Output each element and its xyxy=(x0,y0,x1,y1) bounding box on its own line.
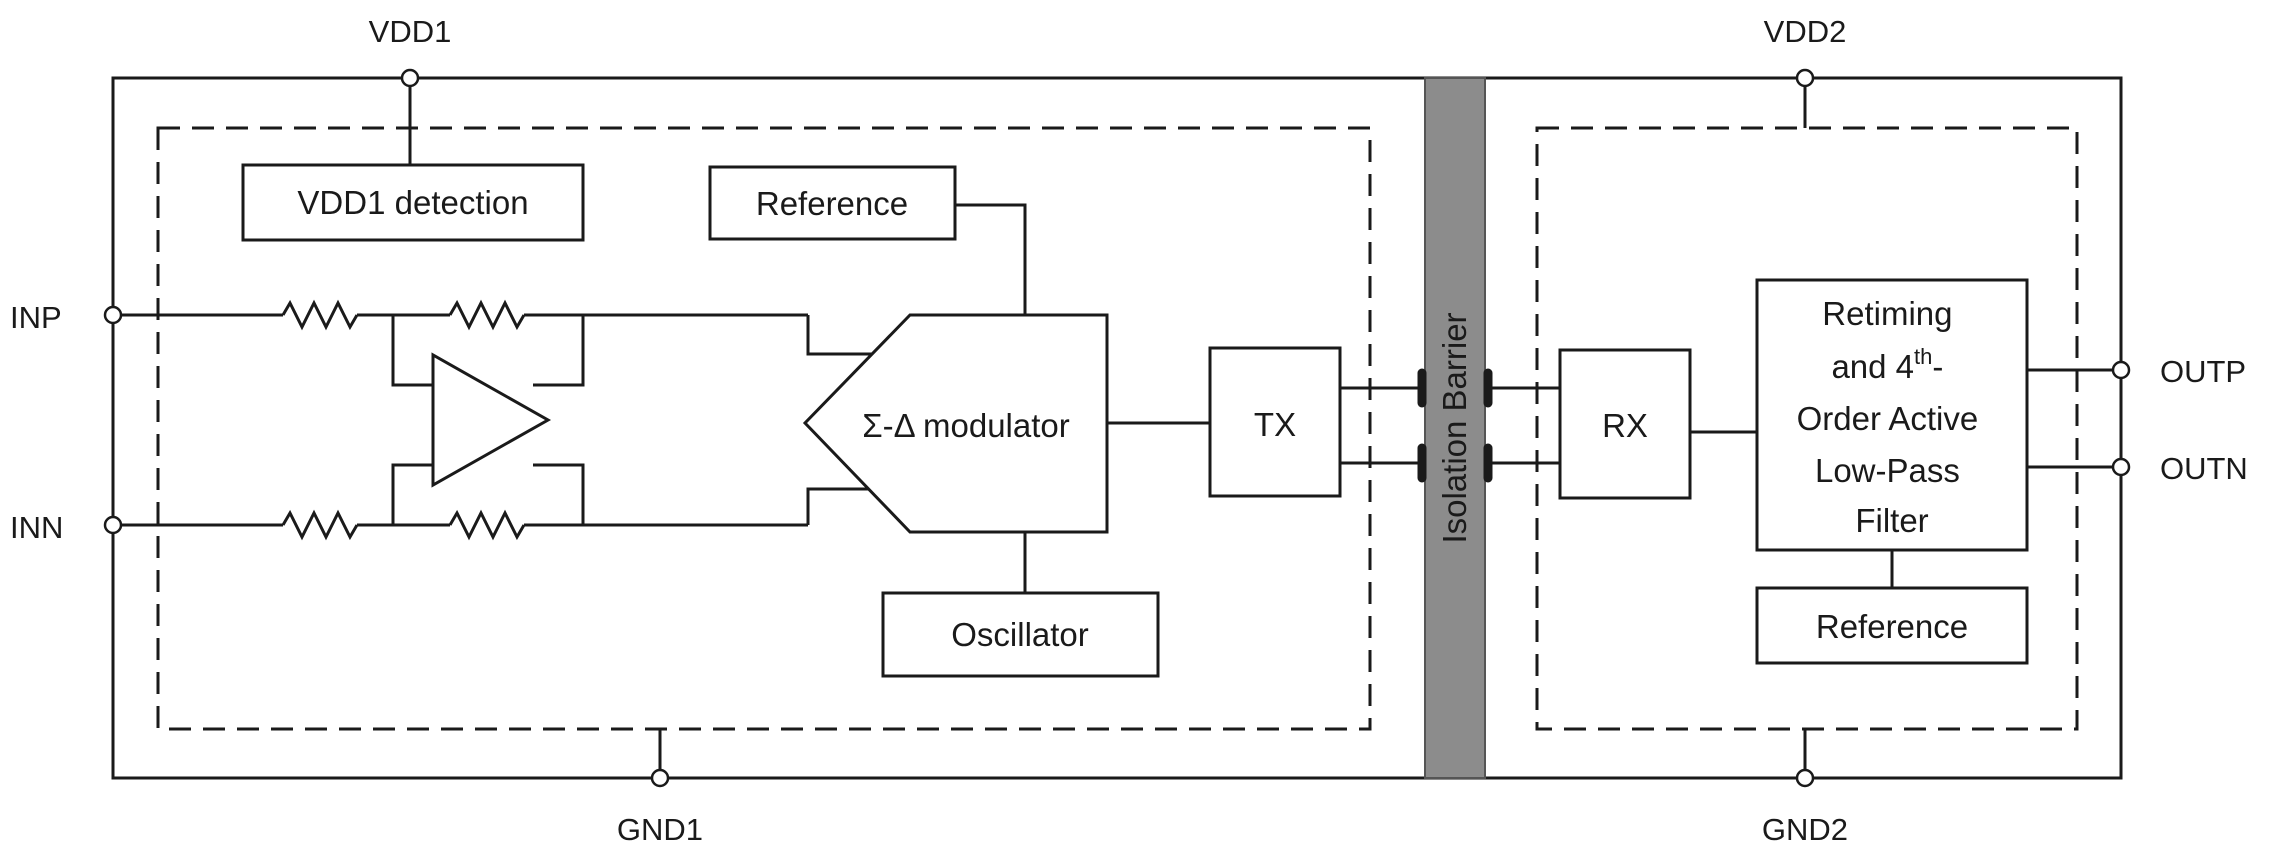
sigma-delta-modulator-block xyxy=(802,313,1109,534)
sigma-delta-modulator-label: Σ-Δ modulator xyxy=(862,407,1070,444)
resistor-inp-feedback xyxy=(448,299,526,331)
vdd2-pin-node xyxy=(1795,68,1815,88)
filter-line-5: Filter xyxy=(1855,502,1928,539)
resistor-inp-series xyxy=(281,299,359,331)
inn-pin-node xyxy=(103,515,123,535)
filter-line-2-superscript: th xyxy=(1914,344,1932,369)
reference-block-secondary xyxy=(1755,586,2029,665)
filter-line-4: Low-Pass xyxy=(1815,452,1960,489)
reference-label-secondary: Reference xyxy=(1816,608,1968,645)
reference-to-modulator-wire xyxy=(955,203,1027,315)
package-outline xyxy=(111,76,2123,780)
outn-pin-node xyxy=(2111,457,2131,477)
rx-block xyxy=(1558,348,1692,500)
gnd2-pin-node xyxy=(1795,768,1815,788)
filter-line-2: and 4th- xyxy=(1831,344,1943,385)
resistor-inn-feedback xyxy=(448,509,526,541)
amp-out-bottom-wire xyxy=(533,463,585,525)
vdd1-detection-block xyxy=(241,163,585,242)
inp-pin-node xyxy=(103,305,123,325)
reference-label-primary: Reference xyxy=(756,185,908,222)
vdd2-label: VDD2 xyxy=(1764,14,1847,49)
tx-block xyxy=(1208,346,1342,498)
secondary-side-region xyxy=(1535,126,2079,731)
filter-line-3: Order Active xyxy=(1797,400,1979,437)
inn-label: INN xyxy=(10,510,63,545)
resistor-inn-series xyxy=(281,509,359,541)
amp-out-top-wire xyxy=(533,315,585,387)
gnd1-label: GND1 xyxy=(617,812,703,847)
inn-to-modulator-wire xyxy=(806,487,878,525)
primary-side-region xyxy=(156,126,1372,731)
amplifier-triangle xyxy=(431,352,552,488)
vdd1-detection-label: VDD1 detection xyxy=(297,184,528,221)
oscillator-block xyxy=(881,591,1160,678)
gnd2-label: GND2 xyxy=(1762,812,1848,847)
amp-in-top-wire xyxy=(391,315,433,387)
inp-to-modulator-wire xyxy=(806,315,878,356)
reference-block-primary xyxy=(708,165,957,241)
vdd1-pin-node xyxy=(400,68,420,88)
retiming-filter-label: Retiming and 4th- Order Active Low-Pass … xyxy=(1797,295,1988,539)
isolation-barrier-label: Isolation Barrier xyxy=(1436,312,1473,543)
inp-label: INP xyxy=(10,300,62,335)
gnd1-pin-node xyxy=(650,768,670,788)
oscillator-label: Oscillator xyxy=(951,616,1089,653)
outp-label: OUTP xyxy=(2160,354,2246,389)
filter-line-2-main: and 4 xyxy=(1831,348,1914,385)
vdd1-label: VDD1 xyxy=(369,14,452,49)
outp-pin-node xyxy=(2111,360,2131,380)
outn-label: OUTN xyxy=(2160,451,2248,486)
amp-in-bottom-wire xyxy=(391,463,433,525)
isolation-barrier xyxy=(1424,77,1486,779)
filter-line-1: Retiming xyxy=(1822,295,1952,332)
tx-label: TX xyxy=(1254,406,1296,443)
rx-label: RX xyxy=(1602,407,1648,444)
retiming-filter-block xyxy=(1755,278,2029,552)
filter-line-2-dash: - xyxy=(1932,348,1943,385)
